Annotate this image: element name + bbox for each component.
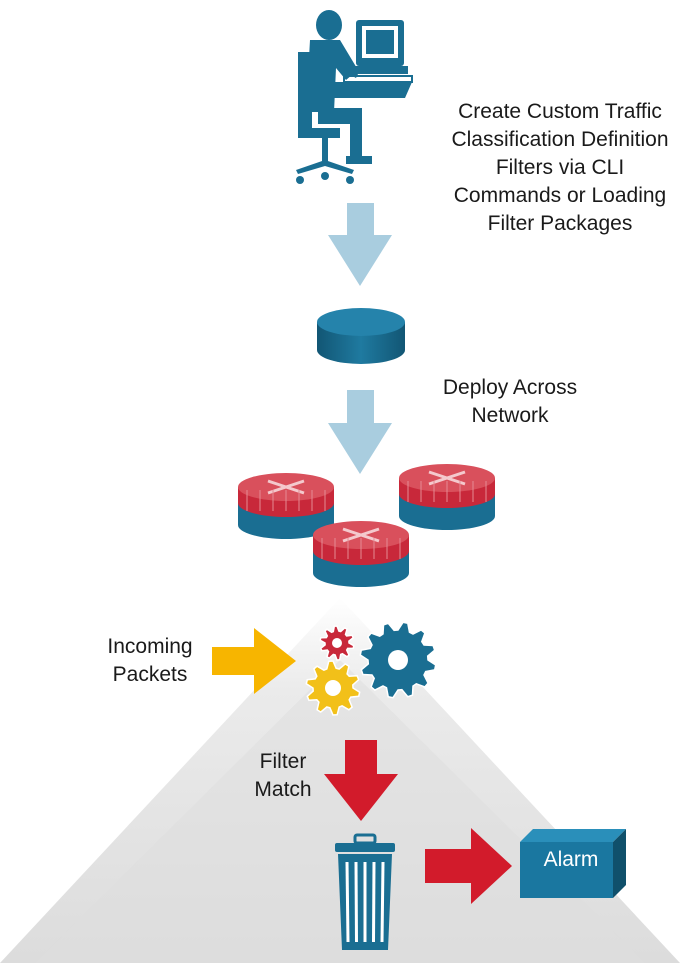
incoming-packets-label: Incoming Packets [60, 633, 240, 689]
alarm-box [520, 829, 626, 898]
incoming-label-line: Packets [112, 663, 188, 686]
deploy-label-line: Network [471, 404, 549, 427]
alarm-arrow [425, 828, 512, 904]
router-icon [313, 521, 409, 587]
filter-match-label: Filter Match [228, 748, 338, 804]
gear-icon [359, 621, 437, 699]
alarm-label: Alarm [543, 848, 599, 871]
filter-match-arrow [324, 740, 398, 821]
database-icon [317, 308, 405, 364]
create-label-line: Commands or Loading [453, 184, 667, 207]
deploy-label-line: Deploy Across [442, 376, 578, 399]
create-filters-label: Create Custom Traffic Classification Def… [400, 98, 680, 238]
person-at-computer-icon [296, 10, 413, 184]
filter-label-line: Filter [259, 750, 307, 773]
create-label-line: Filters via CLI [495, 156, 625, 179]
incoming-arrow [212, 628, 296, 694]
create-label-line: Filter Packages [487, 212, 633, 235]
gear-icon [305, 660, 361, 716]
down-arrow-1 [328, 203, 392, 286]
spotlight-fan-inner [35, 660, 645, 963]
create-label-line: Create Custom Traffic [458, 100, 662, 123]
router-icon [238, 473, 334, 539]
trash-can-icon [335, 833, 395, 950]
router-icon [399, 464, 495, 530]
deploy-label: Deploy Across Network [410, 374, 610, 430]
incoming-label-line: Incoming [107, 635, 193, 658]
filter-label-line: Match [254, 778, 312, 801]
down-arrow-2 [328, 390, 392, 474]
gear-icon [319, 625, 355, 661]
create-label-line: Classification Definition [451, 128, 669, 151]
